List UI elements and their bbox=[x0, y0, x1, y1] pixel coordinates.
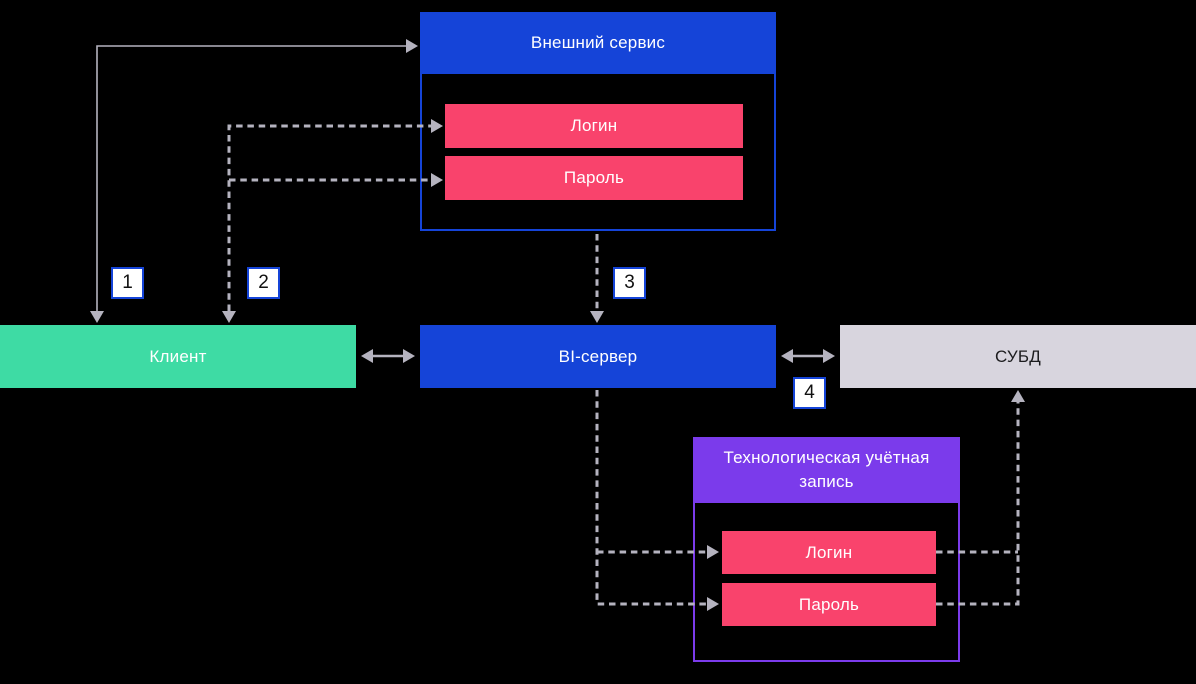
external-service-password-label: Пароль bbox=[563, 168, 625, 187]
external-service-login-label: Логин bbox=[570, 116, 618, 135]
tech-account-header: Технологическая учётная запись bbox=[693, 437, 960, 503]
arrowhead-down-into-client bbox=[222, 311, 236, 323]
external-service-login-box: Логин bbox=[445, 104, 743, 148]
step-2-number: 2 bbox=[258, 272, 269, 293]
tech-account-password-box: Пароль bbox=[722, 583, 936, 626]
step-2-badge: 2 bbox=[247, 267, 280, 299]
connector-step3-external-service-bi-server bbox=[590, 234, 604, 323]
client-box: Клиент bbox=[0, 325, 356, 388]
step-4-number: 4 bbox=[804, 382, 815, 403]
external-service-header: Внешний сервис bbox=[420, 12, 776, 74]
step-4-badge: 4 bbox=[793, 377, 826, 409]
bi-server-label: BI-сервер bbox=[558, 346, 638, 366]
connector-step4-bi-server-dbms bbox=[781, 349, 835, 363]
arrowhead-left-into-bi-server bbox=[781, 349, 793, 363]
tech-account-title: Технологическая учётная запись bbox=[723, 448, 930, 491]
external-service-container bbox=[420, 74, 776, 231]
arrowhead-right-into-external-service bbox=[406, 39, 418, 53]
bi-server-box: BI-сервер bbox=[420, 325, 776, 388]
arrowhead-left-into-client bbox=[361, 349, 373, 363]
arrowhead-right-into-dbms bbox=[823, 349, 835, 363]
client-label: Клиент bbox=[149, 346, 207, 366]
external-service-title: Внешний сервис bbox=[530, 33, 666, 52]
step-1-badge: 1 bbox=[111, 267, 144, 299]
arrowhead-down-into-bi-server bbox=[590, 311, 604, 323]
tech-account-login-box: Логин bbox=[722, 531, 936, 574]
arrowhead-down-into-client bbox=[90, 311, 104, 323]
dbms-box: СУБД bbox=[840, 325, 1196, 388]
tech-account-login-label: Логин bbox=[805, 542, 853, 562]
arrowhead-right-into-bi-server bbox=[403, 349, 415, 363]
tech-account-password-label: Пароль bbox=[798, 594, 860, 614]
step-3-number: 3 bbox=[624, 272, 635, 293]
connector-client-bi-server bbox=[361, 349, 415, 363]
dbms-label: СУБД bbox=[995, 346, 1041, 366]
arrowhead-up-into-dbms bbox=[1011, 390, 1025, 402]
step-1-number: 1 bbox=[122, 272, 133, 293]
step-3-badge: 3 bbox=[613, 267, 646, 299]
external-service-password-box: Пароль bbox=[445, 156, 743, 200]
